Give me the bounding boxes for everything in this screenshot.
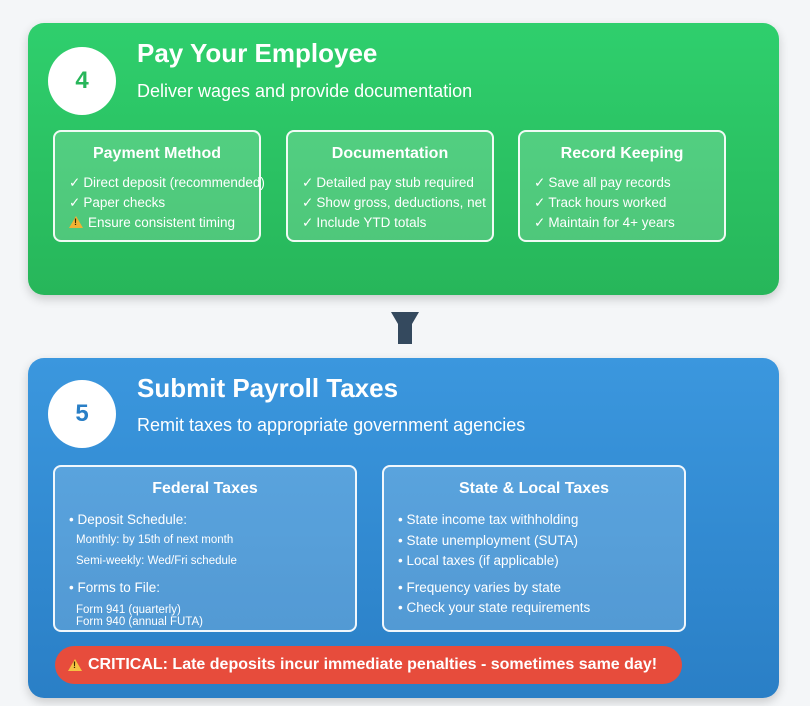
- card-title: Documentation: [331, 145, 449, 162]
- warning-icon: [69, 216, 83, 228]
- state-local-taxes-card: State & Local Taxes • State income tax w…: [382, 465, 686, 632]
- step-subtitle: Deliver wages and provide documentation: [137, 81, 473, 101]
- card-title: Record Keeping: [560, 145, 684, 162]
- form-940: Form 940 (annual FUTA): [76, 616, 203, 628]
- federal-taxes-list: • Deposit Schedule: Monthly: by 15th of …: [55, 510, 355, 628]
- card-list: ✓Detailed pay stub required ✓Show gross,…: [288, 173, 492, 233]
- documentation-card: Documentation ✓Detailed pay stub require…: [286, 130, 494, 242]
- step-4-panel: 4 Pay Your Employee Deliver wages and pr…: [28, 23, 779, 295]
- card-title: State & Local Taxes: [459, 480, 609, 497]
- card-list: ✓Save all pay records ✓Track hours worke…: [520, 173, 724, 233]
- check-icon: ✓: [302, 175, 314, 190]
- list-item: ✓Track hours worked: [534, 193, 724, 213]
- funnel-arrow-icon: [391, 312, 419, 344]
- record-keeping-card: Record Keeping ✓Save all pay records ✓Tr…: [518, 130, 726, 242]
- step-number: 5: [75, 400, 89, 427]
- step-5-panel: 5 Submit Payroll Taxes Remit taxes to ap…: [28, 358, 779, 698]
- list-item: ✓Include YTD totals: [302, 213, 492, 233]
- form-941: Form 941 (quarterly): [76, 604, 181, 616]
- step-number: 4: [75, 67, 89, 94]
- list-item: Ensure consistent timing: [69, 213, 259, 233]
- check-icon: ✓: [534, 215, 546, 230]
- step-number-badge: 4: [48, 47, 116, 115]
- critical-warning-banner: CRITICAL: Late deposits incur immediate …: [55, 646, 682, 684]
- check-icon: ✓: [302, 195, 314, 210]
- warning-icon: [68, 659, 82, 671]
- state-taxes-list: • State income tax withholding • State u…: [384, 510, 684, 619]
- check-icon: ✓: [69, 195, 81, 210]
- check-icon: ✓: [534, 175, 546, 190]
- step-title: Submit Payroll Taxes: [137, 373, 399, 403]
- deposit-monthly: Monthly: by 15th of next month: [76, 534, 234, 546]
- list-item: ✓Direct deposit (recommended): [69, 173, 265, 193]
- check-icon: ✓: [302, 215, 314, 230]
- card-list: ✓Direct deposit (recommended) ✓Paper che…: [55, 173, 265, 233]
- list-item: • Local taxes (if applicable): [398, 553, 559, 568]
- card-title: Federal Taxes: [152, 480, 258, 497]
- step-number-badge: 5: [48, 380, 116, 448]
- federal-taxes-card: Federal Taxes • Deposit Schedule: Monthl…: [53, 465, 357, 632]
- deposit-semiweekly: Semi-weekly: Wed/Fri schedule: [76, 555, 237, 567]
- list-item: ✓Detailed pay stub required: [302, 173, 492, 193]
- payment-method-card: Payment Method ✓Direct deposit (recommen…: [53, 130, 265, 242]
- critical-text: CRITICAL: Late deposits incur immediate …: [88, 656, 658, 673]
- deposit-schedule-heading: • Deposit Schedule:: [69, 512, 188, 527]
- check-icon: ✓: [534, 195, 546, 210]
- card-title: Payment Method: [92, 145, 221, 162]
- list-item: ✓Show gross, deductions, net: [302, 193, 492, 213]
- check-icon: ✓: [69, 175, 81, 190]
- list-item: • State unemployment (SUTA): [398, 532, 579, 548]
- forms-heading: • Forms to File:: [69, 580, 160, 595]
- list-item: ✓Paper checks: [69, 193, 259, 213]
- list-item: • Check your state requirements: [398, 600, 591, 615]
- step-title: Pay Your Employee: [137, 38, 378, 68]
- list-item: • State income tax withholding: [398, 512, 579, 527]
- step-subtitle: Remit taxes to appropriate government ag…: [137, 415, 526, 435]
- list-item: ✓Maintain for 4+ years: [534, 213, 724, 233]
- list-item: • Frequency varies by state: [398, 579, 562, 595]
- list-item: ✓Save all pay records: [534, 173, 724, 193]
